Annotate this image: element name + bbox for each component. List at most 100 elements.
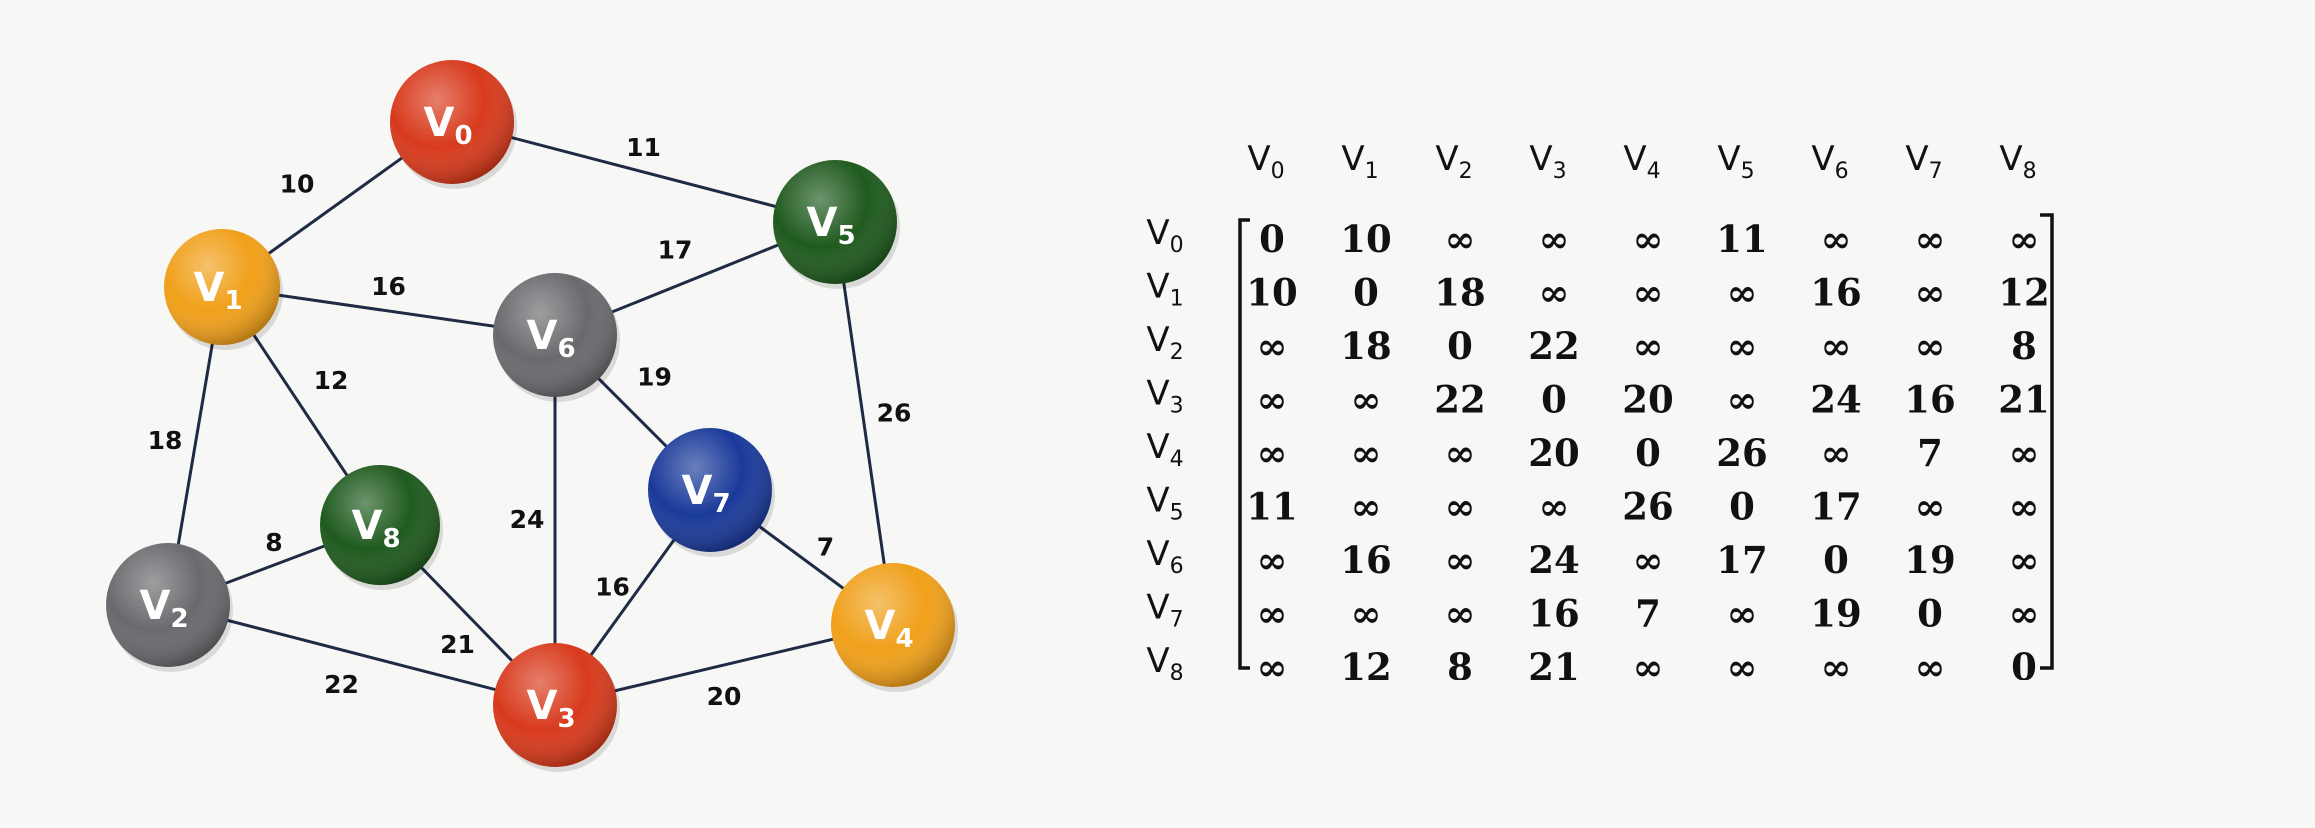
- matrix-cell: ∞: [2009, 431, 2040, 475]
- matrix-cell: ∞: [1821, 217, 1852, 261]
- matrix-cell: 12: [1340, 645, 1392, 680]
- matrix-right-bracket: [2040, 213, 2054, 670]
- matrix-cell: 0: [1635, 431, 1661, 475]
- matrix-cell: 18: [1340, 324, 1392, 368]
- matrix-cell: ∞: [1445, 217, 1476, 261]
- matrix-cell: ∞: [1257, 592, 1288, 636]
- matrix-cell: ∞: [1351, 485, 1382, 529]
- matrix-cell: 10: [1340, 217, 1392, 261]
- matrix-cell: ∞: [2009, 538, 2040, 582]
- node-v7: V7: [648, 428, 775, 557]
- matrix-cell: ∞: [1915, 324, 1946, 368]
- node-label: V3: [526, 683, 575, 734]
- row-label: V8: [1146, 641, 1183, 680]
- edge-weight-label: 24: [510, 505, 545, 534]
- column-header: V3: [1529, 139, 1566, 184]
- edge-weight-label: 10: [280, 170, 315, 199]
- matrix-cell: 0: [1823, 538, 1849, 582]
- matrix-cell: 0: [2011, 645, 2037, 680]
- matrix-cell: 8: [2011, 324, 2037, 368]
- column-header: V1: [1341, 139, 1378, 184]
- column-header: V6: [1811, 139, 1848, 184]
- row-label: V0: [1146, 213, 1183, 258]
- matrix-cell: ∞: [1633, 538, 1664, 582]
- matrix-cell: ∞: [1257, 431, 1288, 475]
- matrix-cell: ∞: [1915, 217, 1946, 261]
- matrix-cell: ∞: [1821, 324, 1852, 368]
- edge-weight-label: 19: [637, 363, 672, 392]
- node-v1: V1: [164, 229, 283, 350]
- matrix-cell: 12: [1998, 271, 2050, 315]
- column-header: V4: [1623, 139, 1660, 184]
- matrix-cell: 17: [1716, 538, 1768, 582]
- row-label: V5: [1146, 481, 1183, 526]
- edge-weight-label: 18: [148, 426, 183, 455]
- matrix-cell: ∞: [1539, 217, 1570, 261]
- matrix-cell: ∞: [1633, 217, 1664, 261]
- edge-v0-v5: [451, 120, 836, 224]
- matrix-cell: 16: [1340, 538, 1392, 582]
- matrix-cell: ∞: [1445, 485, 1476, 529]
- matrix-cell: ∞: [1257, 538, 1288, 582]
- matrix-cell: 16: [1904, 378, 1956, 422]
- column-header: V2: [1435, 139, 1472, 184]
- matrix-cell: ∞: [1445, 538, 1476, 582]
- matrix-cell: ∞: [1445, 431, 1476, 475]
- matrix-cell: ∞: [1633, 645, 1664, 680]
- row-label: V4: [1146, 427, 1183, 472]
- matrix-cell: 0: [1259, 217, 1285, 261]
- matrix-cell: 22: [1434, 378, 1486, 422]
- matrix-cell: ∞: [1257, 645, 1288, 680]
- matrix-cell: 26: [1716, 431, 1768, 475]
- matrix-cell: ∞: [1351, 592, 1382, 636]
- node-v8: V8: [320, 465, 443, 590]
- edge-weight-label: 22: [324, 670, 359, 699]
- matrix-cell: 0: [1447, 324, 1473, 368]
- matrix-cell: 11: [1716, 217, 1768, 261]
- matrix-cell: ∞: [2009, 485, 2040, 529]
- matrix-cell: 16: [1528, 592, 1580, 636]
- matrix-cell: 22: [1528, 324, 1580, 368]
- column-header: V7: [1905, 139, 1942, 184]
- matrix-cell: 21: [1528, 645, 1580, 680]
- edge-weight-label: 26: [877, 399, 912, 428]
- matrix-cell: ∞: [1915, 485, 1946, 529]
- matrix-cell: 21: [1998, 378, 2050, 422]
- matrix-cell: 19: [1904, 538, 1956, 582]
- matrix-cell: 7: [1917, 431, 1943, 475]
- matrix-cell: 0: [1729, 485, 1755, 529]
- node-label: V2: [139, 583, 188, 634]
- matrix-cell: ∞: [1915, 645, 1946, 680]
- node-v5: V5: [773, 160, 900, 289]
- matrix-cell: 0: [1353, 271, 1379, 315]
- edge-weight-label: 12: [314, 366, 349, 395]
- edge-weight-label: 21: [440, 630, 475, 659]
- matrix-cell: 19: [1810, 592, 1862, 636]
- matrix-cell: ∞: [1821, 431, 1852, 475]
- matrix-cell: 20: [1528, 431, 1580, 475]
- matrix-cell: ∞: [1727, 592, 1758, 636]
- matrix-cell: ∞: [1257, 324, 1288, 368]
- node-v3: V3: [493, 643, 620, 772]
- column-header: V8: [1999, 139, 2036, 184]
- node-v2: V2: [106, 543, 233, 672]
- node-label: V5: [806, 200, 855, 251]
- matrix-cell: ∞: [1257, 378, 1288, 422]
- matrix-cell: 24: [1528, 538, 1580, 582]
- node-label: V7: [681, 468, 730, 519]
- matrix-cell: ∞: [1915, 271, 1946, 315]
- row-label: V6: [1146, 534, 1183, 579]
- matrix-cell: ∞: [2009, 592, 2040, 636]
- matrix-cell: 10: [1246, 271, 1298, 315]
- matrix-cell: ∞: [1821, 645, 1852, 680]
- matrix-cell: 26: [1622, 485, 1674, 529]
- row-label: V2: [1146, 320, 1183, 365]
- node-label: V6: [526, 313, 575, 364]
- matrix-cell: ∞: [1351, 431, 1382, 475]
